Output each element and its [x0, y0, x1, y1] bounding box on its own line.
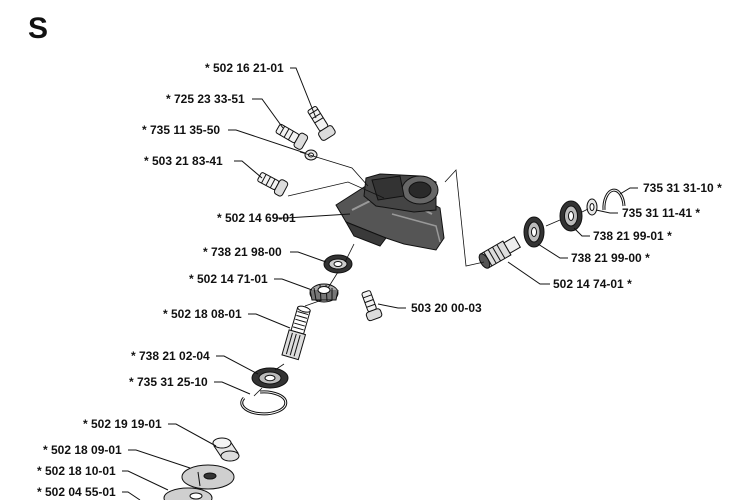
label-502-16-21-01: * 502 16 21-01 [205, 61, 284, 75]
bearing-738-21-98-00 [323, 254, 353, 274]
part-labels: * 502 16 21-01 * 725 23 33-51 * 735 11 3… [37, 61, 722, 499]
label-738-21-98-00: * 738 21 98-00 [203, 245, 282, 259]
label-502-14-74-01: 502 14 74-01 * [553, 277, 632, 291]
label-735-31-11-41: 735 31 11-41 * [622, 206, 700, 220]
screw-503-20-00-03 [361, 290, 383, 322]
label-503-21-83-41: * 503 21 83-41 [144, 154, 223, 168]
washer-735-31-11-41 [586, 198, 598, 216]
label-502-18-09-01: * 502 18 09-01 [43, 443, 122, 457]
gear-housing-502-14-69-01 [335, 173, 445, 251]
bearing-738-21-99-00 [523, 216, 545, 248]
bearing-738-21-99-01 [559, 200, 583, 232]
label-738-21-99-00: 738 21 99-00 * [571, 251, 650, 265]
label-502-18-10-01: * 502 18 10-01 [37, 464, 116, 478]
shaft-502-18-08-01 [281, 305, 311, 361]
screw-502-16-21-01 [307, 106, 336, 141]
label-502-04-55-01: * 502 04 55-01 [37, 485, 116, 499]
label-735-31-25-10: * 735 31 25-10 [129, 375, 208, 389]
label-502-14-71-01: * 502 14 71-01 [189, 272, 268, 286]
bevel-gear-502-14-71-01 [309, 283, 339, 303]
label-735-11-35-50: * 735 11 35-50 [142, 123, 220, 137]
bushing-502-19-19-01 [212, 437, 240, 462]
washer-502-18-10-01 [163, 487, 213, 500]
assembly-guide-lines [253, 151, 589, 397]
label-502-14-69-01: * 502 14 69-01 [217, 211, 296, 225]
bearing-738-21-02-04 [251, 367, 289, 389]
label-503-20-00-03: 503 20 00-03 [411, 301, 482, 315]
circlip-735-31-31-10 [602, 188, 626, 211]
screw-725-23-33-51 [275, 123, 309, 150]
label-735-31-31-10: 735 31 31-10 * [643, 181, 722, 195]
section-letter: S [28, 12, 48, 45]
label-725-23-33-51: * 725 23 33-51 [166, 92, 245, 106]
leader-lines [122, 67, 638, 500]
label-502-19-19-01: * 502 19 19-01 [83, 417, 162, 431]
label-738-21-02-04: * 738 21 02-04 [131, 349, 210, 363]
screw-503-21-83-41 [257, 172, 289, 197]
circlip-735-31-25-10 [240, 390, 288, 416]
label-502-18-08-01: * 502 18 08-01 [163, 307, 242, 321]
label-738-21-99-01: 738 21 99-01 * [593, 229, 672, 243]
disc-502-18-09-01 [181, 464, 235, 490]
pinion-502-14-74-01 [478, 236, 522, 269]
